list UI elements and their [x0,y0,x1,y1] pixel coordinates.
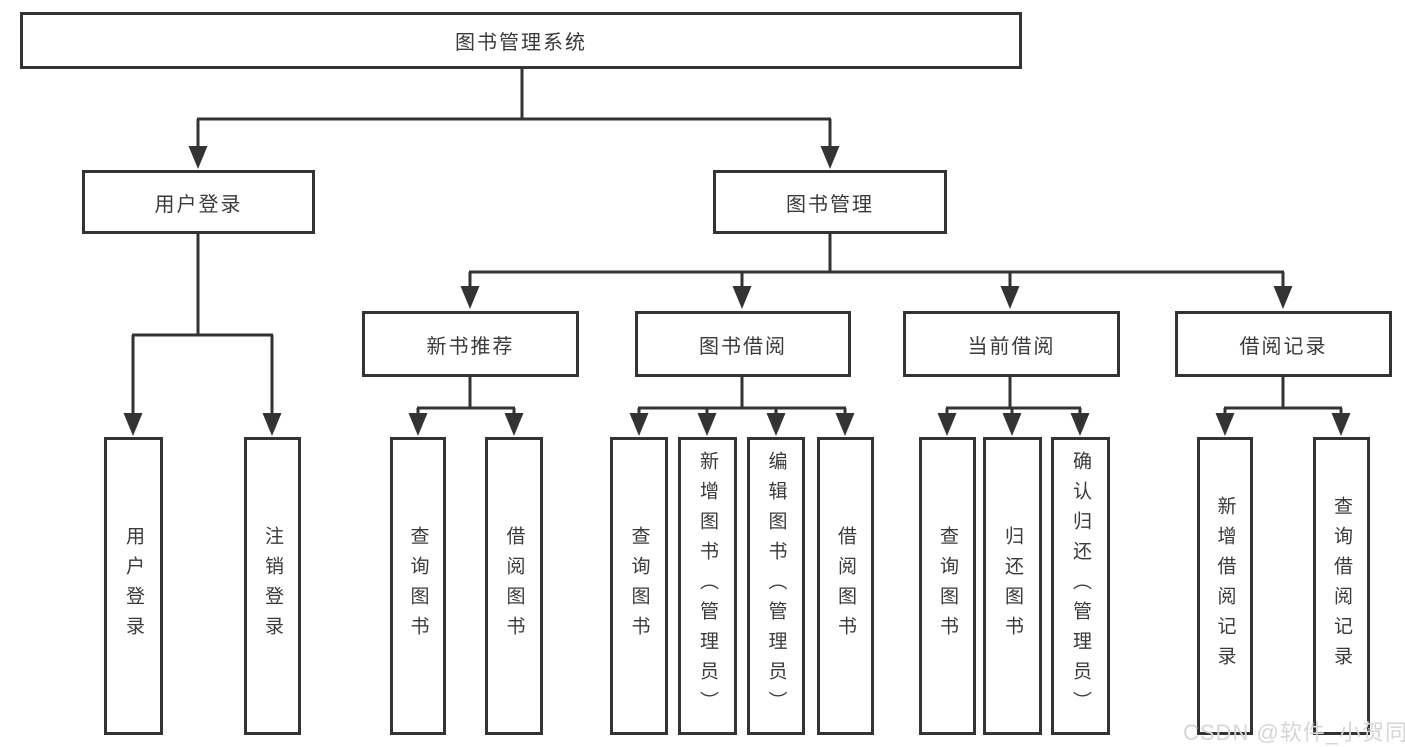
node-user-login: 用户登录 [82,170,315,234]
connector-branch [1224,377,1342,410]
connector-arrow [1000,272,1020,309]
connector-arrow [835,408,855,436]
node-new-book-recommend: 新书推荐 [362,311,579,377]
leaf-add-book-admin: 新增图书（管理员） [678,437,737,735]
leaf-add-borrow-record: 新增借阅记录 [1197,437,1253,735]
leaf-return-book: 归还图书 [983,437,1042,735]
connector-branch [197,69,831,121]
connector-branch [417,377,515,410]
connector-arrow [188,119,208,169]
leaf-edit-book-admin: 编辑图书（管理员） [747,437,805,735]
node-root: 图书管理系统 [20,12,1022,69]
connector-arrow [629,408,649,436]
connector-arrow [1002,408,1022,436]
connector-arrow [1070,408,1090,436]
connector-arrow [460,272,480,309]
connector-arrow [1273,272,1293,309]
leaf-search-borrow-record: 查询借阅记录 [1313,437,1370,735]
connector-arrow [820,119,840,169]
connector-branch [132,234,273,337]
connector-branch [946,377,1081,410]
connector-arrow [262,335,282,436]
leaf-confirm-return-admin: 确认归还（管理员） [1051,437,1110,735]
leaf-user-login: 用户登录 [104,437,163,735]
leaf-logout: 注销登录 [244,437,301,735]
connector-arrow [732,272,752,309]
connector-arrow [697,408,717,436]
connector-arrow [408,408,428,436]
connector-arrow [937,408,957,436]
watermark: CSDN @软件_小贺同学 [1183,720,1405,745]
leaf-search-book-3: 查询图书 [919,437,976,735]
leaf-borrow-book-1: 借阅图书 [485,437,543,735]
connector-arrow [766,408,786,436]
leaf-search-book-2: 查询图书 [610,437,668,735]
leaf-search-book-1: 查询图书 [390,437,446,735]
node-book-management: 图书管理 [713,170,947,234]
node-borrow-record: 借阅记录 [1175,311,1392,377]
connector-arrow [504,408,524,436]
connector-arrow [1215,408,1235,436]
leaf-borrow-book-2: 借阅图书 [817,437,874,735]
connector-branch [469,234,1284,274]
node-book-borrow: 图书借阅 [635,311,851,377]
connector-branch [638,377,846,410]
connector-arrow [123,335,143,436]
connector-arrow [1331,408,1351,436]
node-current-borrow: 当前借阅 [903,311,1120,377]
